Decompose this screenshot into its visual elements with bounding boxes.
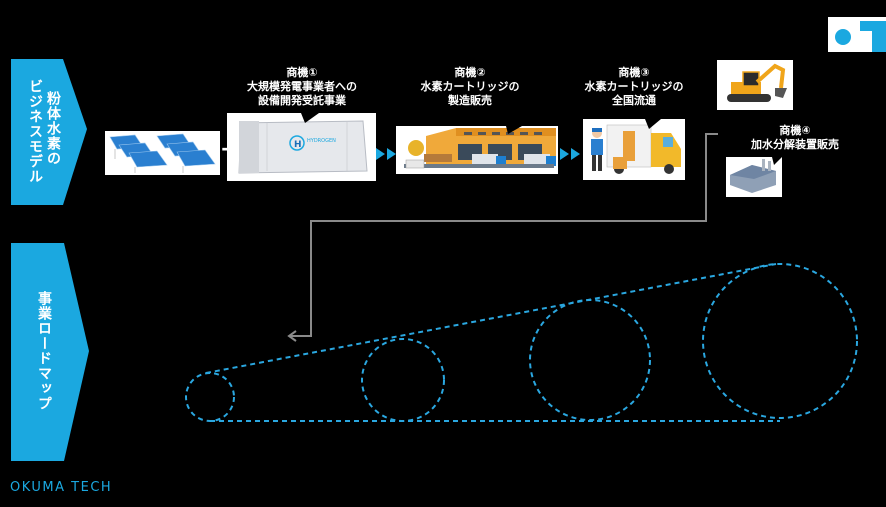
flow-arrow-2 — [560, 148, 582, 163]
opportunity-1-label: 商機① 大規模発電事業者への 設備開発受託事業 — [222, 66, 382, 108]
warehouse-image — [396, 126, 558, 174]
connector-arrowhead — [287, 330, 297, 342]
opportunity-2-label: 商機② 水素カートリッジの 製造販売 — [410, 66, 530, 108]
connector-line — [290, 133, 718, 337]
business-model-banner: 粉体水素の ビジネスモデル — [11, 59, 87, 205]
svg-text:H: H — [294, 140, 302, 150]
opportunity-2-line2: 製造販売 — [448, 94, 492, 107]
container-brand-text: HYDROGEN — [307, 138, 336, 144]
excavator-image — [717, 60, 793, 110]
opportunity-3-label: 商機③ 水素カートリッジの 全国流通 — [574, 66, 694, 108]
opportunity-4-label: 商機④ 加水分解装置販売 — [730, 124, 860, 152]
roadmap-stage-1-circle — [185, 372, 235, 422]
hydrogen-container-image: H HYDROGEN — [227, 113, 376, 181]
opportunity-4-line1: 加水分解装置販売 — [751, 138, 839, 151]
roadmap-title: 事業ロードマップ — [36, 291, 52, 411]
opportunity-1-line1: 大規模発電事業者への — [247, 80, 357, 93]
footer-brand-logo: OKUMA TECH — [10, 480, 113, 495]
delivery-image — [583, 119, 685, 180]
roadmap-stage-2-circle — [361, 338, 445, 422]
opportunity-1-line2: 設備開発受託事業 — [258, 94, 346, 107]
business-model-title-line2: ビジネスモデル — [27, 79, 43, 184]
opportunity-1-heading: 商機① — [286, 66, 318, 79]
company-logo — [828, 17, 886, 52]
roadmap-stage-3-circle — [529, 299, 651, 421]
opportunity-3-heading: 商機③ — [618, 66, 650, 79]
business-model-title-line1: 粉体水素の — [45, 91, 61, 166]
flow-arrow-1 — [376, 148, 398, 163]
opportunity-2-heading: 商機② — [454, 66, 486, 79]
opportunity-3-line2: 全国流通 — [612, 94, 656, 107]
belt-top-line — [205, 263, 777, 374]
roadmap-banner: 事業ロードマップ — [11, 243, 89, 461]
hydrolysis-plant-image — [726, 157, 782, 197]
solar-panels-image — [105, 131, 220, 175]
opportunity-3-line1: 水素カートリッジの — [584, 80, 684, 93]
opportunity-2-line1: 水素カートリッジの — [420, 80, 520, 93]
roadmap-stage-4-circle — [702, 263, 858, 419]
opportunity-4-heading: 商機④ — [779, 124, 811, 137]
